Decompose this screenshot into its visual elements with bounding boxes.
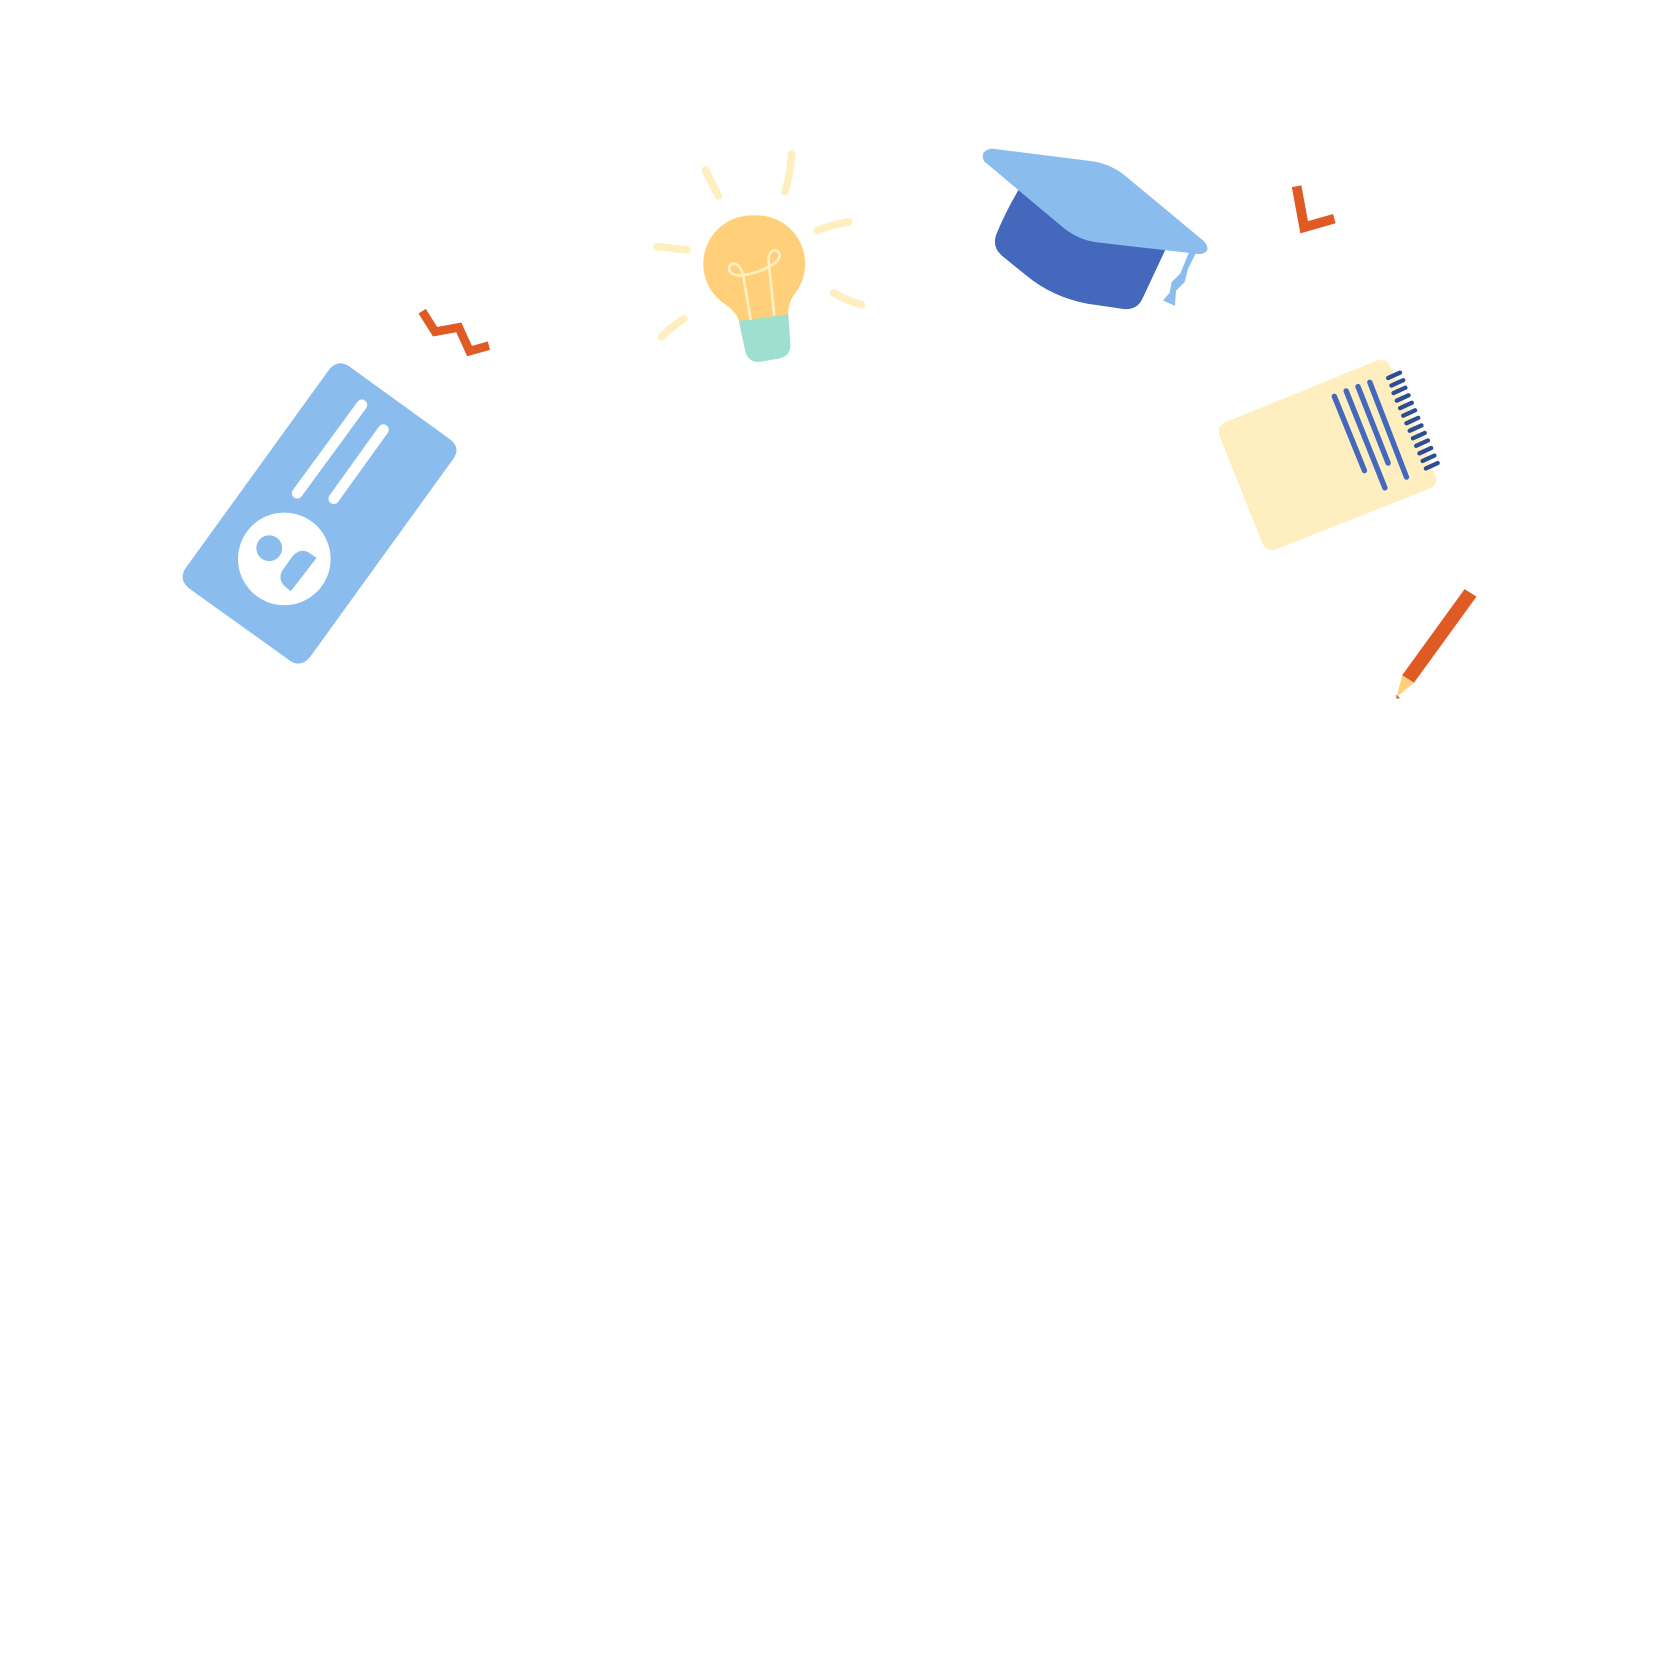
id-card-icon	[182, 363, 457, 664]
pencil-icon	[1395, 589, 1477, 699]
check-accent-icon	[1291, 185, 1336, 234]
notebook-icon	[1218, 359, 1440, 551]
graduation-cap-icon	[982, 148, 1208, 310]
lightbulb-icon	[653, 150, 866, 362]
zigzag-accent-icon	[418, 308, 491, 357]
